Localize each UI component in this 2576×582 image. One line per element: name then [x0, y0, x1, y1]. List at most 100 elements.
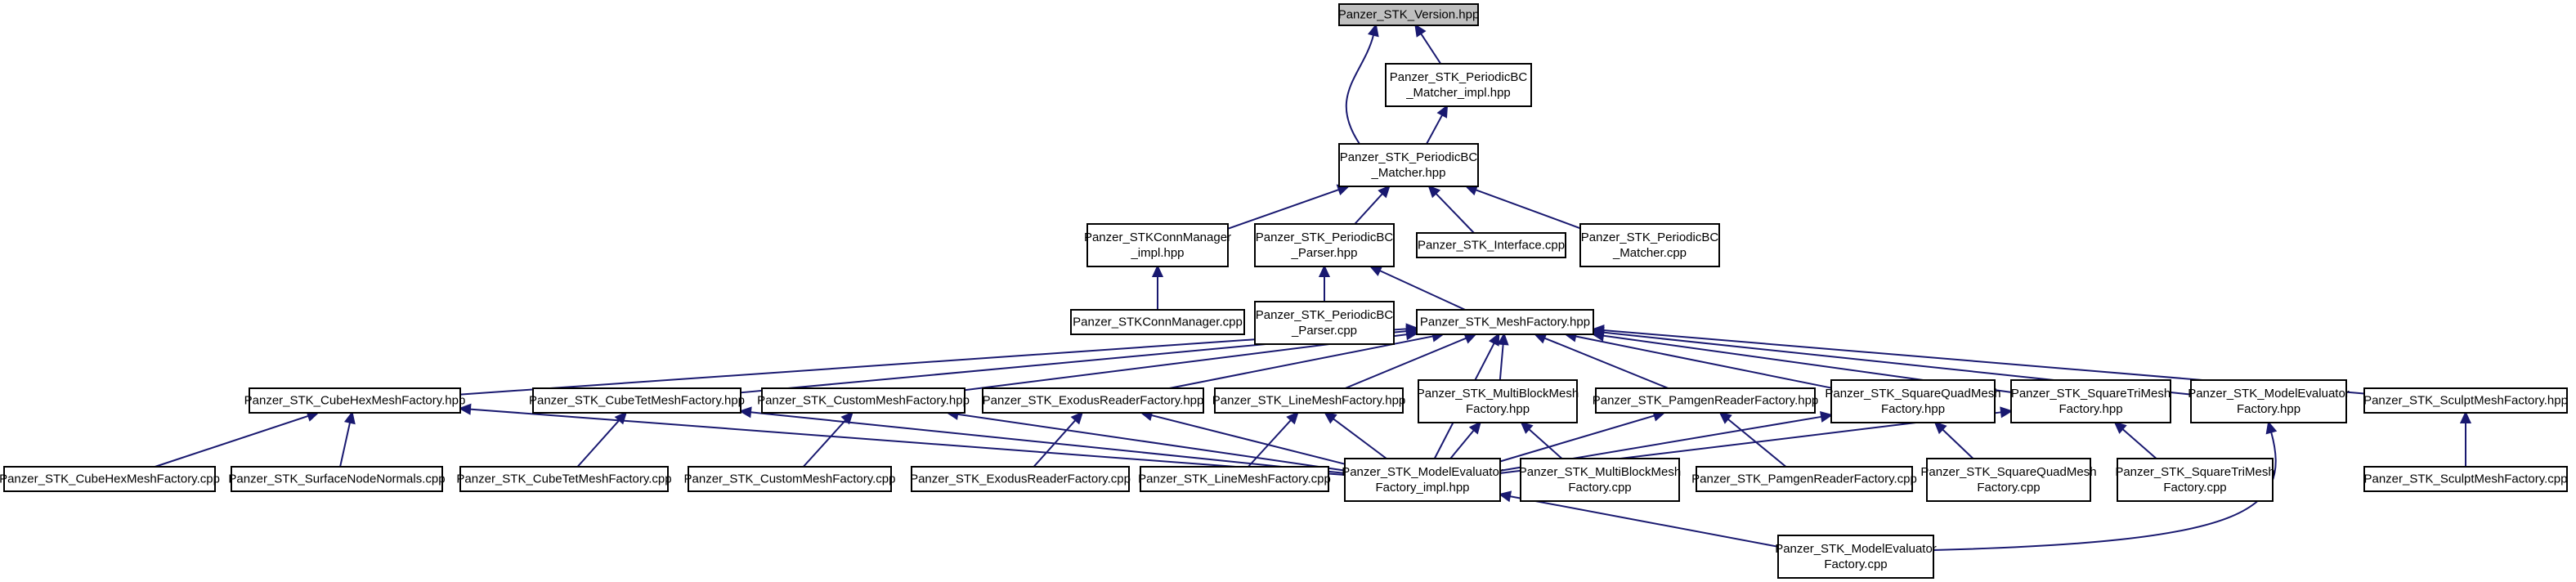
- edge-modeleval-impl-to-line-hpp: [1324, 411, 1387, 459]
- edge-arrowhead: [1718, 411, 1732, 424]
- node-box: [1777, 535, 1934, 579]
- node-version[interactable]: Panzer_STK_Version.hpp: [1338, 3, 1480, 26]
- node-interface-cpp[interactable]: Panzer_STK_Interface.cpp: [1416, 232, 1566, 258]
- edge-connmgr-cpp-to-connmgr-hpp: [1151, 264, 1164, 310]
- edge-arrowhead: [458, 403, 472, 415]
- edge-modeleval-impl-to-multiblock-hpp: [1449, 421, 1482, 459]
- node-modeleval-impl[interactable]: Panzer_STK_ModelEvaluatorFactory_impl.hp…: [1342, 458, 1503, 502]
- edge-interface-cpp-to-matcher-hpp: [1427, 185, 1475, 234]
- node-line-hpp[interactable]: Panzer_STK_LineMeshFactory.hpp: [1212, 387, 1406, 414]
- edge-arrowhead: [614, 411, 628, 425]
- edge-line: [1248, 419, 1292, 468]
- edge-line: [339, 422, 352, 468]
- node-label: Factory.hpp: [2059, 402, 2122, 416]
- node-custom-hpp[interactable]: Panzer_STK_CustomMeshFactory.hpp: [757, 387, 970, 414]
- node-sculpt-hpp[interactable]: Panzer_STK_SculptMeshFactory.hpp: [2363, 387, 2568, 414]
- node-pamgen-cpp[interactable]: Panzer_STK_PamgenReaderFactory.cpp: [1691, 466, 1917, 492]
- node-connmgr-cpp[interactable]: Panzer_STKConnManager.cpp: [1070, 309, 1245, 335]
- node-box: [1579, 223, 1720, 267]
- edge-cubehex-cpp-to-cubehex-hpp: [155, 410, 320, 468]
- edge-squarequad-cpp-to-squarequad-hpp: [1933, 421, 1974, 459]
- edge-line: [2121, 428, 2157, 459]
- node-box: [1214, 387, 1404, 414]
- node-box: [3, 466, 216, 492]
- node-box: [1254, 223, 1395, 267]
- node-cubehex-cpp[interactable]: Panzer_STK_CubeHexMeshFactory.cpp: [0, 466, 220, 492]
- node-box: [532, 387, 741, 414]
- edge-line: [1475, 189, 1581, 230]
- node-label: Panzer_STK_PeriodicBC: [1256, 308, 1394, 322]
- node-connmgr-hpp[interactable]: Panzer_STKConnManager_impl.hpp: [1084, 223, 1231, 267]
- node-label: Panzer_STK_SquareTriMesh: [2115, 465, 2274, 479]
- edge-arrowhead: [2265, 420, 2278, 435]
- node-exodus-hpp[interactable]: Panzer_STK_ExodusReaderFactory.hpp: [982, 387, 1204, 414]
- node-cubetet-hpp[interactable]: Panzer_STK_CubeTetMeshFactory.hpp: [529, 387, 745, 414]
- edge-arrowhead: [1405, 329, 1419, 341]
- edge-line: [956, 413, 1346, 472]
- node-matcher-impl[interactable]: Panzer_STK_PeriodicBC_Matcher_impl.hpp: [1385, 63, 1532, 107]
- node-meshfactory-hpp[interactable]: Panzer_STK_MeshFactory.hpp: [1416, 309, 1594, 335]
- node-box: [1254, 301, 1395, 345]
- edge-line: [1435, 192, 1475, 234]
- edge-arrowhead: [840, 411, 854, 425]
- node-box: [1086, 223, 1229, 267]
- edge-arrowhead: [1498, 490, 1512, 503]
- node-surfacenode-cpp[interactable]: Panzer_STK_SurfaceNodeNormals.cpp: [228, 466, 446, 492]
- edge-arrowhead: [1591, 325, 1605, 337]
- node-label: Panzer_STK_MeshFactory.hpp: [1420, 316, 1590, 329]
- edge-surfacenode-cpp-to-cubehex-hpp: [339, 410, 356, 468]
- edge-modeleval-impl-to-cubehex-hpp: [458, 403, 1346, 477]
- node-box: [2190, 379, 2347, 423]
- edge-arrowhead: [1468, 421, 1482, 435]
- node-label: Panzer_STK_LineMeshFactory.cpp: [1138, 472, 1331, 486]
- edge-arrowhead: [1324, 411, 1337, 424]
- node-matcher-cpp[interactable]: Panzer_STK_PeriodicBC_Matcher.cpp: [1579, 223, 1720, 267]
- edge-line: [1942, 428, 1974, 459]
- node-custom-cpp[interactable]: Panzer_STK_CustomMeshFactory.cpp: [684, 466, 896, 492]
- node-box: [1416, 232, 1566, 258]
- edge-line: [1499, 414, 1655, 463]
- node-label: Factory.cpp: [2163, 481, 2226, 495]
- node-parser-cpp[interactable]: Panzer_STK_PeriodicBC_Parser.cpp: [1254, 301, 1395, 345]
- node-label: Panzer_STK_CustomMeshFactory.cpp: [684, 472, 896, 486]
- node-label: Panzer_STK_PeriodicBC: [1340, 150, 1478, 164]
- edge-line: [155, 414, 309, 468]
- node-label: Panzer_STK_SquareQuadMesh: [1825, 387, 2000, 401]
- node-exodus-cpp[interactable]: Panzer_STK_ExodusReaderFactory.cpp: [910, 466, 1131, 492]
- node-label: Panzer_STK_Interface.cpp: [1418, 239, 1565, 253]
- node-pamgen-hpp[interactable]: Panzer_STK_PamgenReaderFactory.hpp: [1593, 387, 1819, 414]
- node-sculpt-cpp[interactable]: Panzer_STK_SculptMeshFactory.cpp: [2363, 466, 2568, 492]
- node-label: _Parser.hpp: [1291, 246, 1358, 260]
- edge-line: [1575, 335, 1832, 389]
- edge-line: [1354, 193, 1383, 225]
- edge-line: [1033, 419, 1077, 468]
- node-box: [2363, 387, 2568, 414]
- node-label: Panzer_STK_SculptMeshFactory.hpp: [2363, 394, 2568, 408]
- node-cubetet-cpp[interactable]: Panzer_STK_CubeTetMeshFactory.cpp: [456, 466, 672, 492]
- edge-arrowhead: [1414, 23, 1427, 38]
- node-cubehex-hpp[interactable]: Panzer_STK_CubeHexMeshFactory.hpp: [244, 387, 466, 414]
- edge-multiblock-cpp-to-multiblock-hpp: [1520, 421, 1563, 459]
- edge-arrowhead: [1286, 411, 1299, 425]
- node-line-cpp[interactable]: Panzer_STK_LineMeshFactory.cpp: [1138, 466, 1331, 492]
- edge-arrowhead: [1436, 104, 1449, 119]
- edge-matcher-impl-to-version: [1414, 23, 1442, 65]
- edge-line: [576, 419, 620, 468]
- edge-arrowhead: [1489, 332, 1500, 347]
- edge-line: [1499, 343, 1504, 381]
- node-label: Panzer_STK_CustomMeshFactory.hpp: [757, 394, 970, 408]
- node-matcher-hpp[interactable]: Panzer_STK_PeriodicBC_Matcher.hpp: [1338, 143, 1479, 187]
- edge-modeleval-impl-to-custom-hpp: [945, 408, 1346, 472]
- node-parser-hpp[interactable]: Panzer_STK_PeriodicBC_Parser.hpp: [1254, 223, 1395, 267]
- node-label: Panzer_STK_LineMeshFactory.hpp: [1212, 394, 1406, 408]
- node-label: _Matcher_impl.hpp: [1405, 86, 1511, 100]
- node-label: Factory.hpp: [1466, 402, 1530, 416]
